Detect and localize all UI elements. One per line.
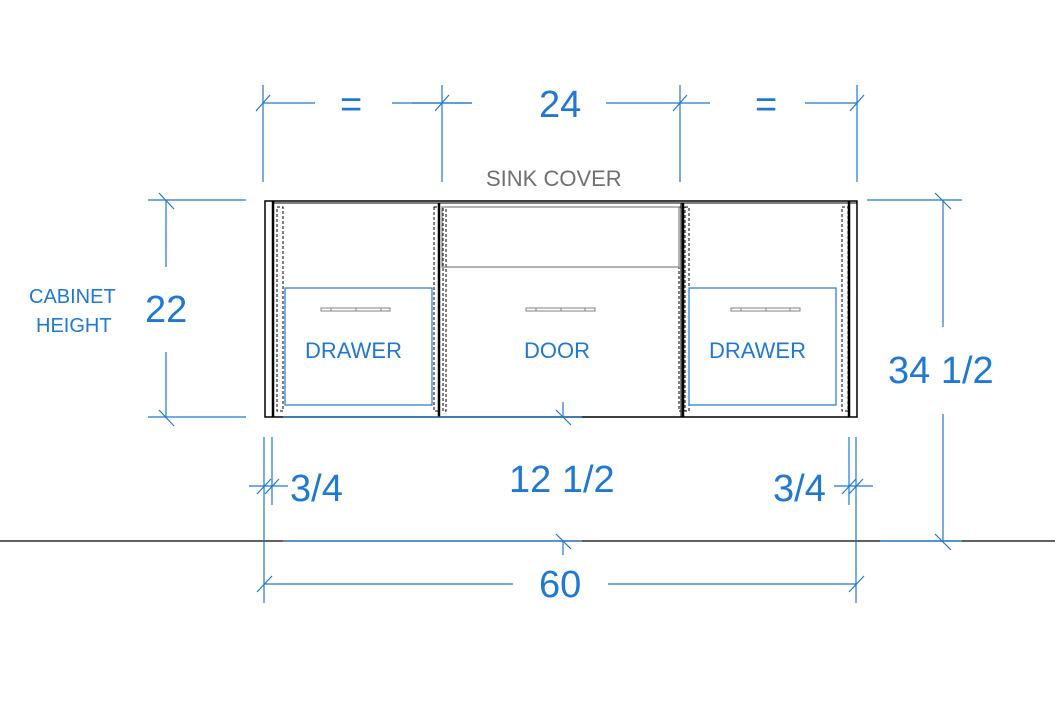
right-panel-dimension bbox=[834, 437, 873, 603]
door-label: DOOR bbox=[524, 338, 590, 363]
top-dimension-string bbox=[255, 85, 865, 182]
handle-icon bbox=[525, 307, 596, 312]
top-left-equal-label: = bbox=[340, 84, 363, 126]
left-drawer-front[interactable] bbox=[284, 287, 433, 406]
right-drawer-front[interactable] bbox=[688, 287, 837, 406]
cabinet-height-value: 22 bbox=[145, 289, 188, 331]
handle-icon bbox=[730, 307, 801, 312]
center-offset-dimension bbox=[283, 402, 582, 555]
left-panel-thickness-value: 3/4 bbox=[290, 468, 343, 510]
overall-width-value: 60 bbox=[539, 564, 582, 606]
cabinet-height-label-line2: HEIGHT bbox=[36, 315, 112, 337]
cabinet-height-dimension bbox=[148, 192, 246, 427]
center-offset-value: 12 1/2 bbox=[509, 459, 615, 501]
top-center-dimension-label: 24 bbox=[539, 84, 582, 126]
right-drawer-label: DRAWER bbox=[709, 338, 806, 363]
total-height-dimension bbox=[867, 192, 962, 551]
left-panel-dimension bbox=[249, 437, 288, 603]
overall-width-dimension bbox=[256, 575, 865, 593]
left-drawer-label: DRAWER bbox=[305, 338, 402, 363]
right-panel-thickness-value: 3/4 bbox=[773, 468, 826, 510]
cabinet-height-label-line1: CABINET bbox=[29, 286, 116, 308]
top-right-equal-label: = bbox=[755, 84, 778, 126]
handle-icon bbox=[320, 307, 391, 312]
sink-cover-title: SINK COVER bbox=[486, 166, 622, 191]
total-height-value: 34 1/2 bbox=[888, 350, 994, 392]
